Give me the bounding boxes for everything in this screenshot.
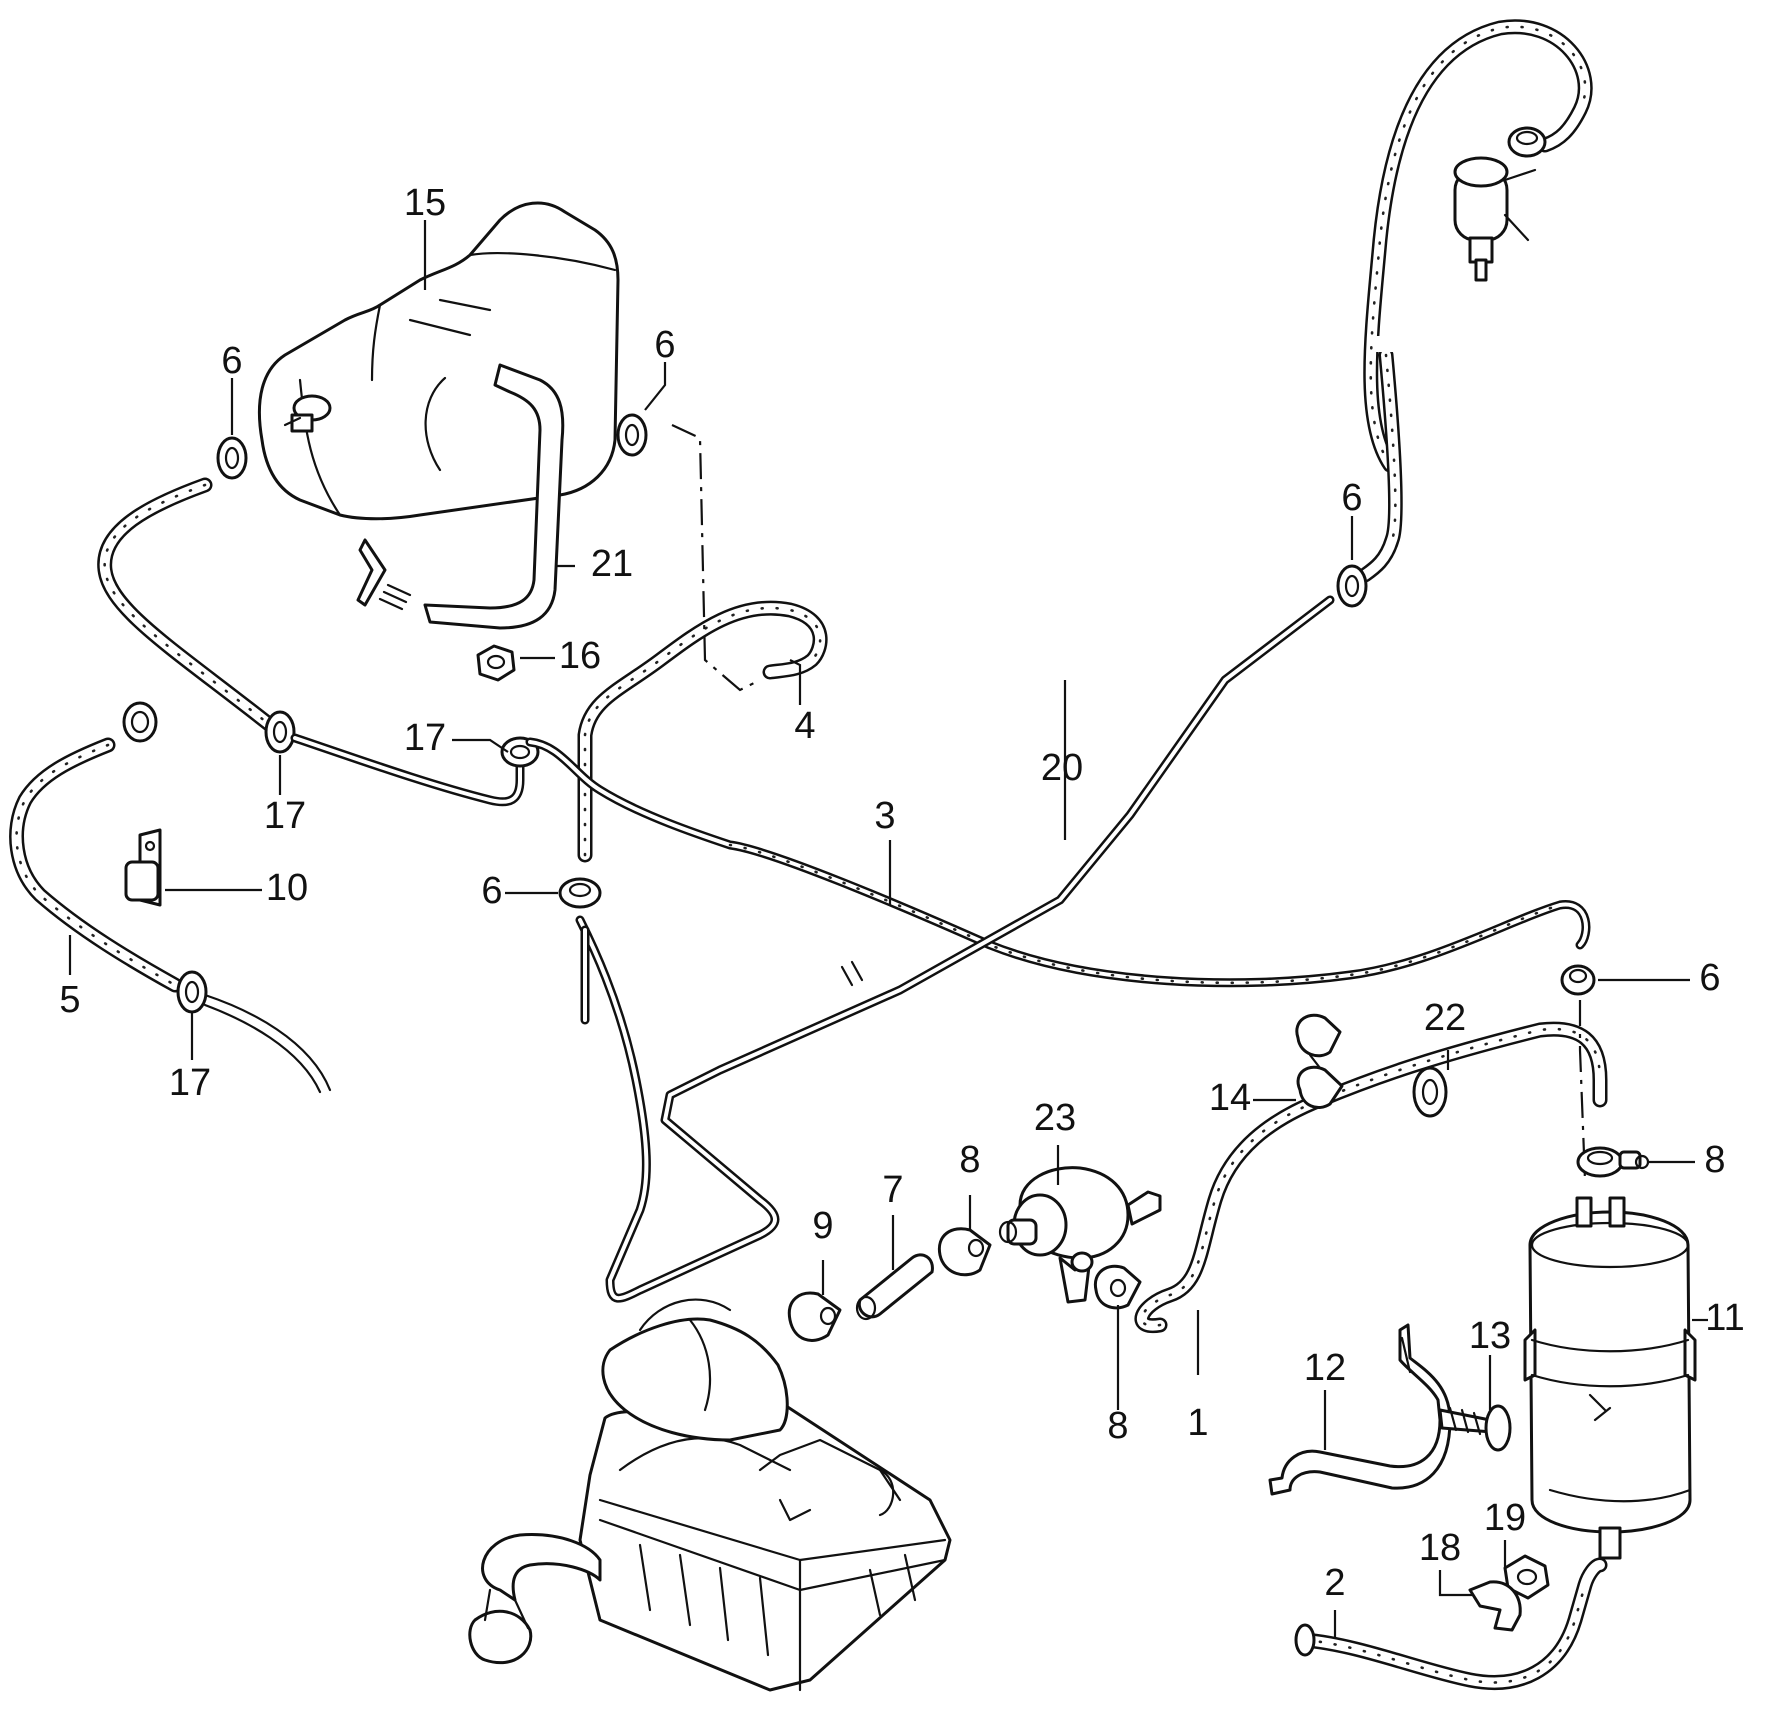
clamp-8-middle xyxy=(937,1227,992,1277)
intake-duct xyxy=(601,1298,789,1442)
callout-22: 22 xyxy=(1424,997,1466,1039)
reservoir-filler-neck xyxy=(283,394,332,433)
callout-8-lower: 8 xyxy=(1107,1405,1128,1447)
callout-21: 21 xyxy=(591,543,633,585)
callout-9: 9 xyxy=(812,1205,833,1247)
clip-14 xyxy=(1295,1013,1344,1109)
callout-18: 18 xyxy=(1419,1527,1461,1569)
clamp-upper-right xyxy=(1507,126,1547,158)
callout-6-tank-right: 6 xyxy=(654,324,675,366)
clamp-6-left xyxy=(216,436,248,480)
clip-18 xyxy=(1468,1580,1522,1632)
callout-7: 7 xyxy=(882,1169,903,1211)
callout-11: 11 xyxy=(1705,1297,1744,1339)
callout-20: 20 xyxy=(1041,747,1083,789)
callout-6-right: 6 xyxy=(1699,957,1720,999)
callout-13: 13 xyxy=(1469,1315,1511,1357)
callout-16: 16 xyxy=(559,635,601,677)
clamp-6-right xyxy=(1560,964,1596,996)
callout-6-center: 6 xyxy=(481,870,502,912)
pipe-from-grommet xyxy=(290,733,525,807)
nut-16 xyxy=(476,644,516,682)
grommet-17-lower xyxy=(176,970,208,1014)
clamp-6-center xyxy=(558,877,602,909)
small-oring xyxy=(1070,1251,1094,1273)
connection-line-4 xyxy=(671,424,761,692)
callout-23: 23 xyxy=(1034,1097,1076,1139)
callout-15: 15 xyxy=(404,182,446,224)
hose-3 xyxy=(525,737,1591,988)
callout-6-upper-right: 6 xyxy=(1341,477,1362,519)
callout-1: 1 xyxy=(1187,1402,1208,1444)
callout-17-middle: 17 xyxy=(404,717,446,759)
callout-4: 4 xyxy=(794,705,815,747)
hose-2 xyxy=(1294,1557,1608,1690)
grommet-22 xyxy=(1412,1066,1448,1118)
reservoir-bolt xyxy=(378,583,412,611)
charcoal-canister xyxy=(1523,1196,1697,1560)
pipe-20 xyxy=(575,595,1335,1303)
reservoir-bracket xyxy=(356,363,565,630)
callout-8-right: 8 xyxy=(1704,1139,1725,1181)
clamp-8-right xyxy=(1576,1146,1650,1178)
upper-valve xyxy=(1453,156,1537,282)
sleeve-7 xyxy=(855,1253,934,1321)
air-filter-housing xyxy=(578,1400,952,1692)
hose-1 xyxy=(1134,1021,1608,1334)
reservoir-tank xyxy=(257,201,620,521)
tank-vent-hose xyxy=(97,477,278,733)
valve-23 xyxy=(998,1166,1162,1304)
grommet-17-upper xyxy=(264,710,296,754)
clamp-6-upper-mid xyxy=(616,413,648,457)
callout-17-upper: 17 xyxy=(264,795,306,837)
clip-10 xyxy=(124,828,162,907)
hose-5 xyxy=(9,737,332,1094)
callout-2: 2 xyxy=(1324,1562,1345,1604)
callout-17-lower: 17 xyxy=(169,1062,211,1104)
screw-13 xyxy=(1438,1404,1512,1452)
hose-4 xyxy=(577,600,828,863)
callout-14: 14 xyxy=(1209,1077,1251,1119)
callout-5: 5 xyxy=(59,979,80,1021)
callout-19: 19 xyxy=(1484,1497,1526,1539)
clamp-6-upper-right xyxy=(1336,564,1368,608)
strap-12 xyxy=(1268,1323,1452,1496)
clamp-8-lower xyxy=(1093,1264,1142,1310)
intake-hose xyxy=(468,1533,602,1665)
callout-6-tank-left: 6 xyxy=(221,340,242,382)
callout-3: 3 xyxy=(874,795,895,837)
connection-line-11 xyxy=(1578,1000,1587,1181)
clamp-9 xyxy=(787,1291,842,1342)
clip-near-hose-5 xyxy=(122,701,158,743)
callout-10: 10 xyxy=(266,867,308,909)
upper-right-hose xyxy=(1357,19,1593,583)
callout-labels: 15 6 6 6 21 16 4 17 17 10 20 3 6 5 17 6 … xyxy=(59,182,1744,1604)
callout-8-middle: 8 xyxy=(959,1139,980,1181)
leader-lines xyxy=(68,220,1708,1638)
callout-12: 12 xyxy=(1304,1347,1346,1389)
